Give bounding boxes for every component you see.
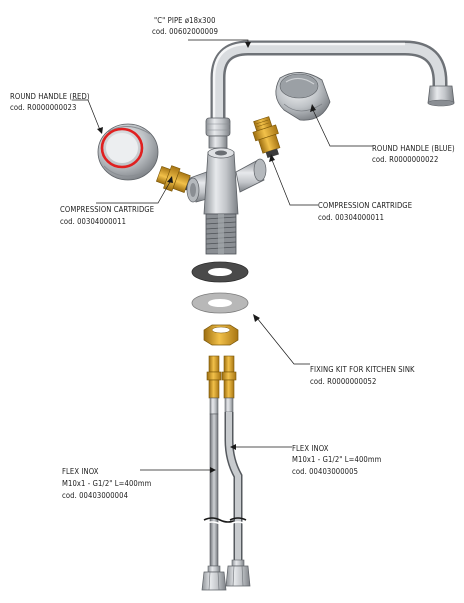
metal-washer bbox=[191, 292, 249, 314]
cartridge-left-code: cod. 00304000011 bbox=[60, 217, 126, 226]
flex-left-code: cod. 00403000004 bbox=[62, 491, 128, 500]
flex-hose-right bbox=[221, 355, 251, 587]
handle-red-code: cod. R0000000023 bbox=[10, 103, 76, 112]
leader-lines bbox=[72, 39, 373, 473]
fixing-kit-title: FIXING KIT FOR KITCHEN SINK bbox=[310, 365, 415, 374]
flex-right-code: cod. 00403000005 bbox=[292, 467, 358, 476]
flex-hose-left bbox=[201, 355, 237, 591]
compression-cartridge-right bbox=[252, 116, 281, 159]
handle-blue-title: ROUND HANDLE (BLUE) bbox=[372, 144, 455, 153]
fixing-kit bbox=[191, 261, 249, 346]
tap-body bbox=[186, 147, 267, 255]
handle-blue-code: cod. R0000000022 bbox=[372, 155, 438, 164]
c-pipe bbox=[205, 40, 455, 149]
round-handle-red bbox=[97, 123, 159, 181]
brass-nut bbox=[203, 324, 239, 346]
pipe-code: cod. 00602000009 bbox=[152, 27, 218, 36]
flex-right-spec: M10x1 - G1/2" L=400mm bbox=[292, 455, 382, 464]
fixing-kit-code: cod. R0000000052 bbox=[310, 377, 376, 386]
labels: "C" PIPE ø18x300 cod. 00602000009 ROUND … bbox=[10, 16, 455, 500]
flex-left-title: FLEX INOX bbox=[62, 467, 99, 476]
flex-left-spec: M10x1 - G1/2" L=400mm bbox=[62, 479, 152, 488]
cartridge-left-title: COMPRESSION CARTRIDGE bbox=[60, 205, 154, 214]
rubber-gasket bbox=[191, 261, 249, 283]
flex-right-title: FLEX INOX bbox=[292, 444, 329, 453]
cartridge-right-title: COMPRESSION CARTRIDGE bbox=[318, 201, 412, 210]
cartridge-right-code: cod. 00304000011 bbox=[318, 213, 384, 222]
round-handle-blue bbox=[275, 72, 331, 121]
pipe-title: "C" PIPE ø18x300 bbox=[154, 16, 216, 25]
handle-red-title: ROUND HANDLE (RED) bbox=[10, 92, 90, 101]
